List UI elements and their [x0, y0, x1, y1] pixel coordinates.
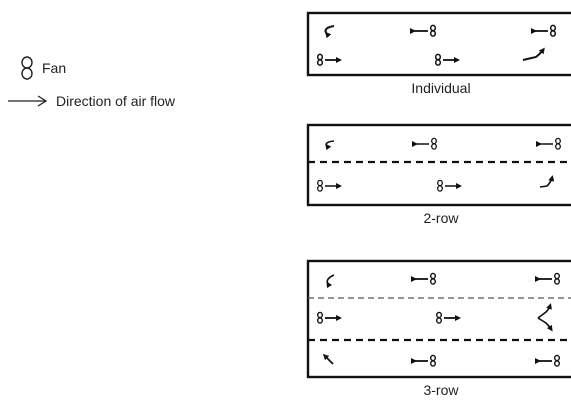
fan-with-arrow [410, 24, 437, 37]
curved-airflow-arrow [537, 303, 552, 319]
diagonal-airflow-arrow [322, 353, 334, 365]
fan-with-arrow [435, 311, 461, 324]
panel-individual [306, 11, 571, 77]
room-outline [306, 123, 571, 207]
fan-with-arrow [531, 24, 557, 37]
fan-icon [21, 56, 33, 80]
fan-label: Fan [42, 60, 67, 76]
panel-2-row [306, 123, 571, 207]
curved-airflow-arrow [537, 317, 553, 332]
fan-with-arrow [317, 179, 342, 192]
curved-airflow-arrow [539, 175, 555, 188]
fan-with-arrow [412, 137, 437, 150]
fan-with-arrow [316, 53, 342, 66]
curved-airflow-arrow [325, 140, 335, 151]
fan-with-arrow [437, 179, 462, 192]
fan-with-arrow [411, 354, 436, 367]
caption-2-row: 2-row [423, 210, 459, 226]
fan-with-arrow [434, 53, 460, 66]
legend: Fan Direction of air flow [0, 0, 260, 140]
legend-airflow: Direction of air flow [6, 93, 175, 109]
fan-with-arrow [535, 354, 560, 367]
fan-with-arrow [535, 272, 560, 285]
caption-3-row: 3-row [423, 382, 459, 398]
arrow-right-icon [8, 95, 48, 107]
curved-airflow-arrow [326, 274, 335, 289]
curved-airflow-arrow [324, 25, 335, 39]
airflow-label: Direction of air flow [56, 93, 176, 109]
panel-3-row [306, 259, 571, 379]
fan-with-arrow [536, 137, 561, 150]
fan-with-arrow [317, 311, 342, 324]
room-outline [306, 259, 571, 379]
layout-diagram: Individual [300, 0, 571, 401]
legend-fan: Fan [20, 56, 66, 80]
fan-with-arrow [411, 272, 436, 285]
caption-individual: Individual [411, 80, 471, 96]
curved-airflow-arrow [522, 47, 545, 61]
room-outline [306, 11, 571, 77]
